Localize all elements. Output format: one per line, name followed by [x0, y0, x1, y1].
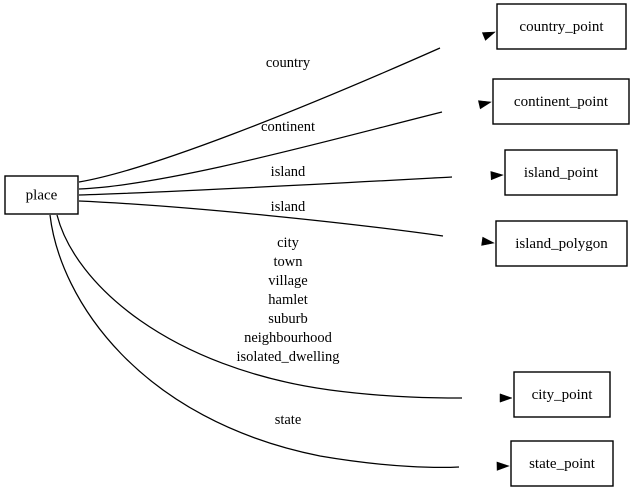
node-box-state_point	[510, 440, 614, 487]
node-island_polygon[interactable]: island_polygon	[495, 220, 628, 267]
edge-state-label: state	[275, 412, 302, 428]
node-island_point[interactable]: island_point	[504, 149, 618, 196]
edge-city-label-line: village	[268, 273, 307, 289]
edge-city-line	[56, 214, 463, 399]
edge-state-line	[49, 214, 460, 469]
edge-city-label-line: hamlet	[268, 292, 307, 308]
edge-island-polygon-arrowhead-icon	[481, 236, 495, 246]
edge-country[interactable]	[78, 28, 497, 183]
node-box-city_point	[513, 371, 611, 418]
node-state_point[interactable]: state_point	[510, 440, 614, 487]
edge-island-point-label-line: island	[271, 164, 306, 180]
edge-island-point-line	[78, 176, 453, 196]
edge-city-label-line: isolated_dwelling	[236, 349, 339, 365]
edge-continent-label: continent	[261, 119, 315, 135]
edge-city-label-line: suburb	[268, 311, 307, 327]
node-box-continent_point	[492, 78, 630, 125]
edge-city-label-line: neighbourhood	[244, 330, 333, 346]
node-box-island_polygon	[495, 220, 628, 267]
node-label-island_polygon: island_polygon	[515, 236, 608, 252]
node-label-island_point: island_point	[524, 165, 599, 181]
edge-continent-line	[78, 111, 443, 190]
edge-island-polygon-label: island	[271, 199, 306, 215]
node-country_point[interactable]: country_point	[496, 3, 627, 50]
node-box-island_point	[504, 149, 618, 196]
node-box-country_point	[496, 3, 627, 50]
edge-city[interactable]	[56, 214, 513, 403]
node-label-state_point: state_point	[529, 456, 596, 472]
edge-state[interactable]	[49, 214, 510, 471]
node-label-country_point: country_point	[519, 19, 604, 35]
edge-island-polygon-label-line: island	[271, 199, 306, 215]
edge-island-polygon-line	[78, 200, 444, 237]
edge-island-point[interactable]	[78, 171, 504, 196]
node-label-place: place	[26, 187, 58, 203]
edges-layer	[49, 28, 513, 471]
edge-city-label-line: city	[277, 235, 299, 251]
edge-country-label: country	[266, 55, 311, 71]
node-label-continent_point: continent_point	[514, 94, 609, 110]
node-city_point[interactable]: city_point	[513, 371, 611, 418]
edge-city-label: city town village hamlet suburb neighbourhood…	[236, 235, 339, 365]
nodes-layer: place country_point continent_point island_…	[4, 3, 630, 487]
edge-state-label-line: state	[275, 412, 302, 428]
node-place[interactable]: place	[4, 175, 79, 215]
edge-country-arrowhead-icon	[481, 31, 496, 41]
edge-island-polygon[interactable]	[78, 200, 495, 247]
edge-city-arrowhead-icon	[499, 393, 513, 403]
edge-island-point-label: island	[271, 164, 306, 180]
node-continent_point[interactable]: continent_point	[492, 78, 630, 125]
edge-country-line	[78, 47, 441, 183]
node-box-place	[4, 175, 79, 215]
edge-island-point-arrowhead-icon	[490, 171, 504, 181]
edge-labels-layer: country continent island island city town vill…	[236, 55, 339, 428]
edge-state-arrowhead-icon	[496, 461, 510, 471]
edge-country-label-line: country	[266, 55, 311, 71]
edge-continent-label-line: continent	[261, 119, 315, 135]
node-label-city_point: city_point	[532, 387, 594, 403]
edge-city-label-line: town	[274, 254, 304, 270]
edge-continent-arrowhead-icon	[478, 100, 492, 110]
edge-continent[interactable]	[78, 98, 492, 190]
